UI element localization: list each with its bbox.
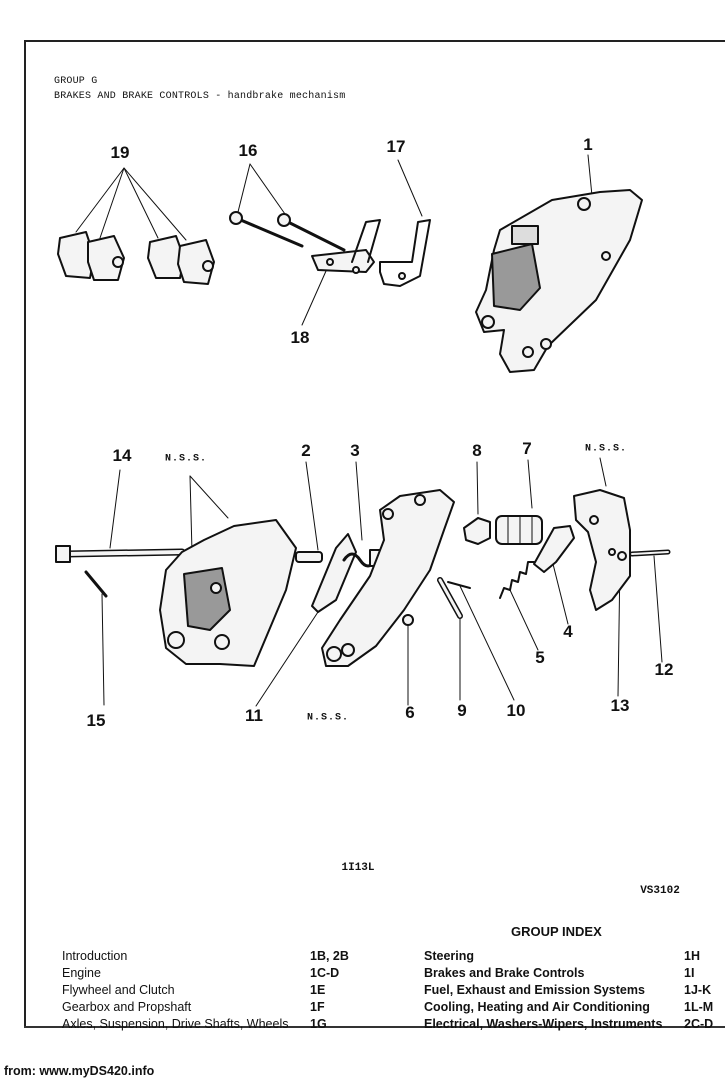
index-left-name: Introduction [62, 949, 128, 963]
index-left-name: Engine [62, 966, 101, 980]
index-left-name: Flywheel and Clutch [62, 983, 175, 997]
index-right-code: 1L-M [684, 1000, 714, 1014]
bottom-rule [24, 1026, 725, 1028]
index-left-code: 1B, 2B [310, 949, 349, 963]
callout-19: 19 [110, 143, 130, 162]
nss-label-bracket: N.S.S. [584, 443, 628, 455]
index-left-code: 1G [310, 1017, 327, 1031]
index-right-code: 1I [684, 966, 695, 980]
index-left-code: 1C-D [310, 966, 340, 980]
callout-17: 17 [386, 137, 406, 156]
index-row: Introduction 1B, 2B Steering 1H [62, 948, 712, 965]
page-frame [24, 40, 725, 1028]
index-right-name: Fuel, Exhaust and Emission Systems [424, 983, 645, 997]
group-index-title: GROUP INDEX [511, 924, 602, 939]
index-right-name: Steering [424, 949, 475, 963]
callout-10: 10 [506, 701, 526, 720]
drawing-ref: VS3102 [640, 885, 680, 897]
callout-4: 4 [563, 622, 573, 641]
source-footer: from: www.myDS420.info [4, 1064, 155, 1078]
callout-6: 6 [405, 703, 415, 722]
index-row: Axles, Suspension, Drive Shafts, Wheels … [62, 1016, 714, 1033]
index-right-name: Brakes and Brake Controls [424, 966, 585, 980]
index-left-code: 1F [310, 1000, 325, 1014]
callout-3: 3 [350, 441, 360, 460]
index-row: Engine 1C-D Brakes and Brake Controls 1I [62, 965, 712, 982]
callout-12: 12 [654, 660, 674, 679]
index-right-name: Cooling, Heating and Air Conditioning [424, 1000, 650, 1014]
index-right-code: 1J-K [684, 983, 712, 997]
callout-11: 11 [245, 706, 263, 725]
callout-18: 18 [290, 328, 310, 347]
group-index-table: Introduction 1B, 2B Steering 1H Engine 1… [62, 948, 714, 1033]
callout-1: 1 [583, 135, 593, 154]
callout-14: 14 [112, 446, 132, 465]
callout-13: 13 [610, 696, 630, 715]
index-left-code: 1E [310, 983, 326, 997]
microfiche-ref: 1I13L [341, 862, 375, 874]
index-right-name: Electrical, Washers-Wipers, Instruments [424, 1017, 663, 1031]
nss-label-lever: N.S.S. [306, 712, 350, 724]
callout-7: 7 [522, 439, 532, 458]
group-label: GROUP G [54, 76, 98, 87]
page-title: BRAKES AND BRAKE CONTROLS - handbrake me… [54, 91, 346, 102]
nss-label-caliper: N.S.S. [164, 453, 208, 465]
index-left-name: Gearbox and Propshaft [62, 1000, 192, 1014]
index-row: Gearbox and Propshaft 1F Cooling, Heatin… [62, 999, 714, 1016]
callout-16: 16 [238, 141, 258, 160]
callout-5: 5 [535, 648, 545, 667]
page-header: GROUP G BRAKES AND BRAKE CONTROLS - hand… [54, 74, 345, 104]
index-left-name: Axles, Suspension, Drive Shafts, Wheels [62, 1017, 289, 1031]
callout-15: 15 [86, 711, 106, 730]
index-right-code: 2C-D [684, 1017, 714, 1031]
callout-8: 8 [472, 441, 482, 460]
callout-2: 2 [301, 441, 311, 460]
index-right-code: 1H [684, 949, 700, 963]
index-row: Flywheel and Clutch 1E Fuel, Exhaust and… [62, 982, 712, 999]
callout-9: 9 [457, 701, 467, 720]
